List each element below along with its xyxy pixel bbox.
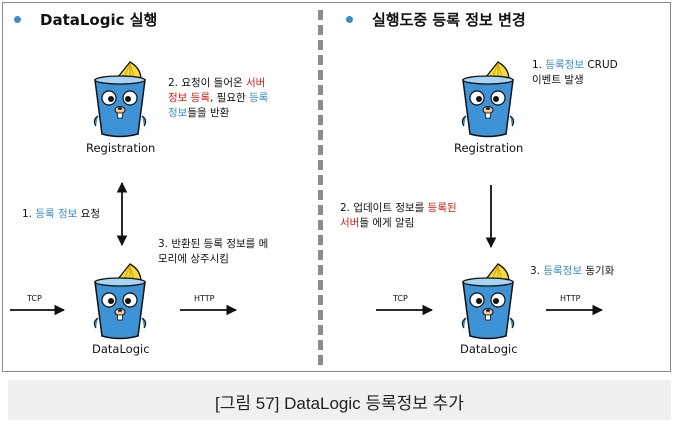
figure-caption: [그림 57] DataLogic 등록정보 추가 bbox=[215, 394, 464, 413]
right-step3-text: 3. 등록정보 동기화 bbox=[530, 265, 615, 277]
left-step3-text: 3. 반환된 등록 정보를 메 모리에 상주시킴 bbox=[158, 238, 269, 265]
right-step2-text: 2. 업데이트 정보를 등록된 서버들 에게 알림 bbox=[340, 202, 457, 229]
left-bullet bbox=[14, 16, 21, 23]
registration-gopher-left bbox=[92, 60, 148, 138]
right-bullet bbox=[346, 16, 353, 23]
datalogic-gopher-left bbox=[92, 262, 148, 340]
left-panel-title: DataLogic 실행 bbox=[40, 11, 158, 29]
right-panel-title: 실행도중 등록 정보 변경 bbox=[372, 11, 526, 29]
right-tcp-label: TCP bbox=[393, 294, 408, 303]
registration-gopher-right bbox=[460, 60, 516, 138]
left-registration-label: Registration bbox=[86, 141, 156, 155]
panel-divider bbox=[318, 10, 323, 365]
diagram-frame bbox=[2, 2, 671, 372]
left-step2-text: 2. 요청이 들어온 서버 정보 등록, 필요한 등록 정보들을 반환 bbox=[168, 77, 269, 119]
left-datalogic-label: DataLogic bbox=[92, 342, 150, 356]
right-datalogic-label: DataLogic bbox=[460, 342, 518, 356]
left-http-label: HTTP bbox=[194, 294, 215, 303]
left-step1-text: 1. 등록 정보 요청 bbox=[22, 208, 101, 220]
right-step1-text: 1. 등록정보 CRUD 이벤트 발생 bbox=[532, 59, 618, 86]
datalogic-gopher-right bbox=[460, 262, 516, 340]
left-tcp-label: TCP bbox=[27, 294, 42, 303]
right-registration-label: Registration bbox=[454, 141, 524, 155]
right-http-label: HTTP bbox=[560, 294, 581, 303]
caption-bar: [그림 57] DataLogic 등록정보 추가 bbox=[8, 380, 671, 420]
